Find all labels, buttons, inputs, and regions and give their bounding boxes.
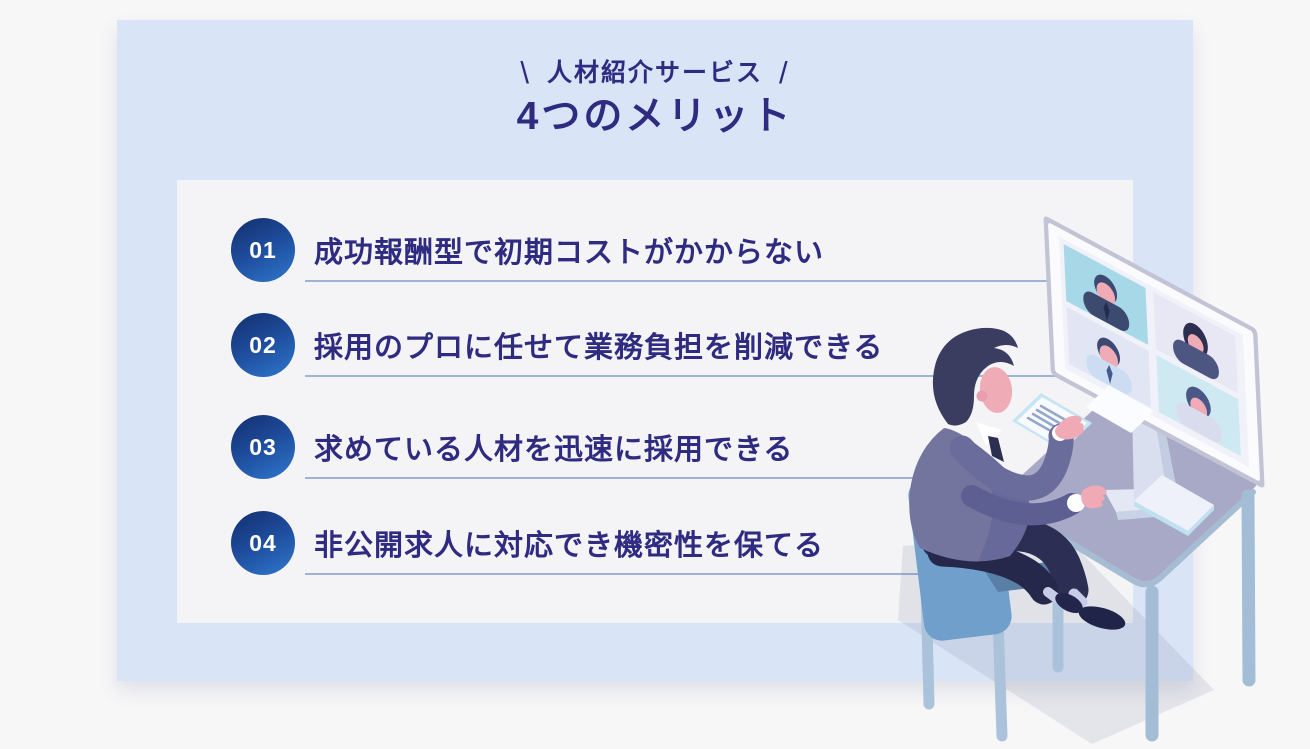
merit-underline <box>305 280 1073 282</box>
participant-4 <box>1156 355 1241 457</box>
page-title: 4つのメリット <box>516 95 794 138</box>
tablet <box>1134 475 1214 536</box>
hand <box>1055 415 1084 440</box>
tagline: \ 人材紹介サービス / <box>117 55 1193 90</box>
merit-number-badge: 01 <box>231 218 295 282</box>
merit-text: 採用のプロに任せて業務負担を削減できる <box>314 332 884 364</box>
head <box>932 327 1018 426</box>
tagline-text: 人材紹介サービス <box>546 59 763 87</box>
participant-2 <box>1153 292 1238 394</box>
merit-row-2: 02 採用のプロに任せて業務負担を削減できる <box>231 312 1073 378</box>
merit-row-3: 03 求めている人材を迅速に採用できる <box>231 414 1073 480</box>
merit-text: 成功報酬型で初期コストがかからない <box>314 237 825 269</box>
paper-sheet <box>1086 385 1154 433</box>
merit-text: 求めている人材を迅速に採用できる <box>314 434 794 466</box>
merit-text: 非公開求人に対応でき機密性を保てる <box>314 530 825 562</box>
right-slash-mark: / <box>779 55 790 90</box>
merit-underline <box>305 375 1073 377</box>
merit-underline <box>305 573 1073 575</box>
participant-1 <box>1063 244 1149 345</box>
monitor <box>1043 216 1265 488</box>
hand-open <box>1081 485 1107 509</box>
merit-number-badge: 03 <box>231 415 295 479</box>
merit-number-badge: 02 <box>231 313 295 377</box>
man-at-desk-video-call-illustration <box>898 216 1265 744</box>
merit-row-1: 01 成功報酬型で初期コストがかからない <box>231 217 1073 283</box>
person <box>909 327 1126 630</box>
merit-row-4: 04 非公開求人に対応でき機密性を保てる <box>231 510 1073 576</box>
video-call-grid <box>1063 244 1241 457</box>
merit-number-badge: 04 <box>231 511 295 575</box>
participant-3 <box>1066 307 1152 408</box>
merit-underline <box>305 477 1073 479</box>
card-header: \ 人材紹介サービス / 4つのメリット <box>117 20 1193 140</box>
left-slash-mark: \ <box>520 55 531 90</box>
